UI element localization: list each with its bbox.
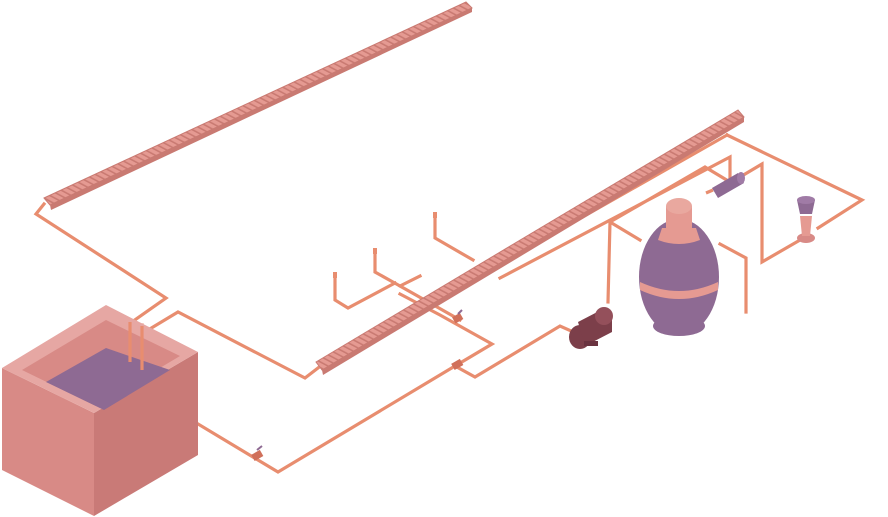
return-nozzle[interactable] <box>373 248 377 254</box>
valve[interactable] <box>452 309 464 324</box>
overflow-grating-far <box>43 1 473 210</box>
pipe-nozzle-c <box>433 214 476 263</box>
sand-filter[interactable] <box>639 198 719 336</box>
valve[interactable] <box>251 445 264 461</box>
tank-water <box>46 348 170 410</box>
pipe-near-drain <box>145 310 321 380</box>
pipe-filter-right <box>717 241 748 314</box>
circulation-pump[interactable] <box>569 307 613 349</box>
pipe-nozzle-a <box>333 274 398 310</box>
pipe-nozzle-b <box>373 250 423 288</box>
overflow-grating-near <box>315 109 745 375</box>
pipe-return-loop <box>724 132 866 231</box>
balance-tank <box>2 305 198 516</box>
return-nozzle[interactable] <box>333 272 337 278</box>
return-nozzles <box>333 212 437 278</box>
pipework <box>33 132 866 474</box>
tank-right-face <box>94 352 198 516</box>
pipe-suction <box>195 324 581 474</box>
valve[interactable] <box>451 358 464 370</box>
return-nozzle[interactable] <box>433 212 437 218</box>
tank-left-face <box>2 368 94 516</box>
tank-inlets <box>128 322 144 370</box>
inlet-fitting[interactable] <box>797 196 815 243</box>
uv-sterilizer[interactable] <box>705 172 745 198</box>
pipe-filter-left <box>606 219 643 304</box>
pipe-uv-branch <box>732 161 803 265</box>
